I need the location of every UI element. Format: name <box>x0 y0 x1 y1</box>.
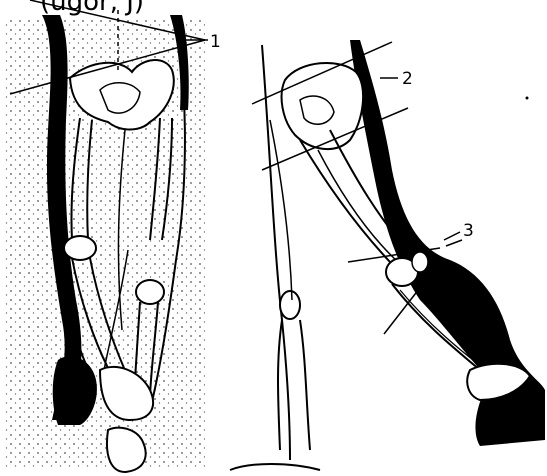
label-3: 3 <box>463 221 474 241</box>
front-view-figure <box>5 0 208 472</box>
label-2: 2 <box>402 69 413 89</box>
label-1: 1 <box>210 32 221 52</box>
side-view-figure <box>230 40 545 470</box>
